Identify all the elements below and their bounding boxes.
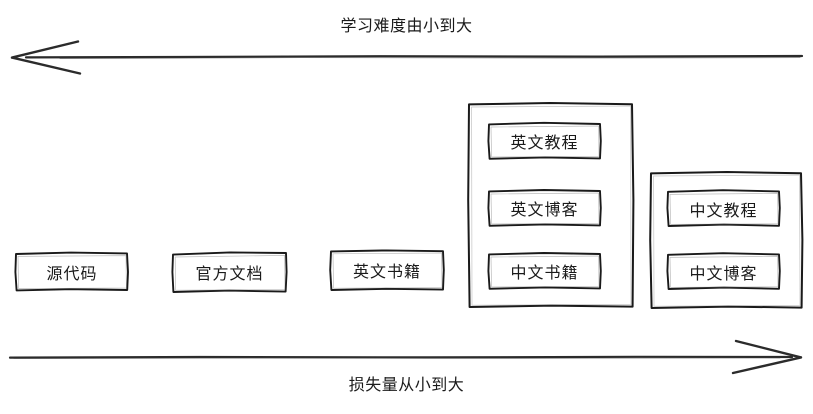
top-axis-line: [24, 54, 804, 59]
bottom-axis: [8, 339, 803, 375]
node-chinese-tutorial-box[interactable]: [666, 189, 781, 227]
node-label-chinese-books: 中文书籍: [510, 264, 579, 282]
node-label-english-tutorial: 英文教程: [510, 134, 579, 152]
node-english-blog-box[interactable]: [487, 189, 602, 227]
arrow-left-icon: [10, 40, 82, 75]
top-axis: [10, 40, 804, 75]
node-label-official-docs: 官方文档: [195, 266, 264, 283]
top-axis-line-sketch: [59, 57, 801, 60]
node-english-tutorial-box[interactable]: [487, 121, 602, 160]
node-label-chinese-tutorial: 中文教程: [689, 202, 758, 220]
arrow-right-icon: [731, 339, 803, 375]
node-chinese-blog-box[interactable]: [666, 252, 781, 290]
node-official-docs-box[interactable]: [171, 251, 288, 293]
node-source-code-box[interactable]: [14, 251, 129, 292]
node-label-source-code: 源代码: [46, 265, 98, 283]
node-label-chinese-blog: 中文博客: [689, 265, 758, 283]
node-label-english-books: 英文书籍: [352, 264, 421, 281]
top-axis-label: 学习难度由小到大: [340, 18, 473, 35]
bottom-axis-line: [8, 355, 794, 359]
bottom-axis-line-sketch: [13, 357, 781, 360]
node-chinese-books-box[interactable]: [487, 252, 602, 290]
node-label-english-blog: 英文博客: [510, 201, 579, 219]
node-english-books-box[interactable]: [329, 249, 445, 291]
bottom-axis-label: 损失量从小到大: [348, 377, 465, 394]
